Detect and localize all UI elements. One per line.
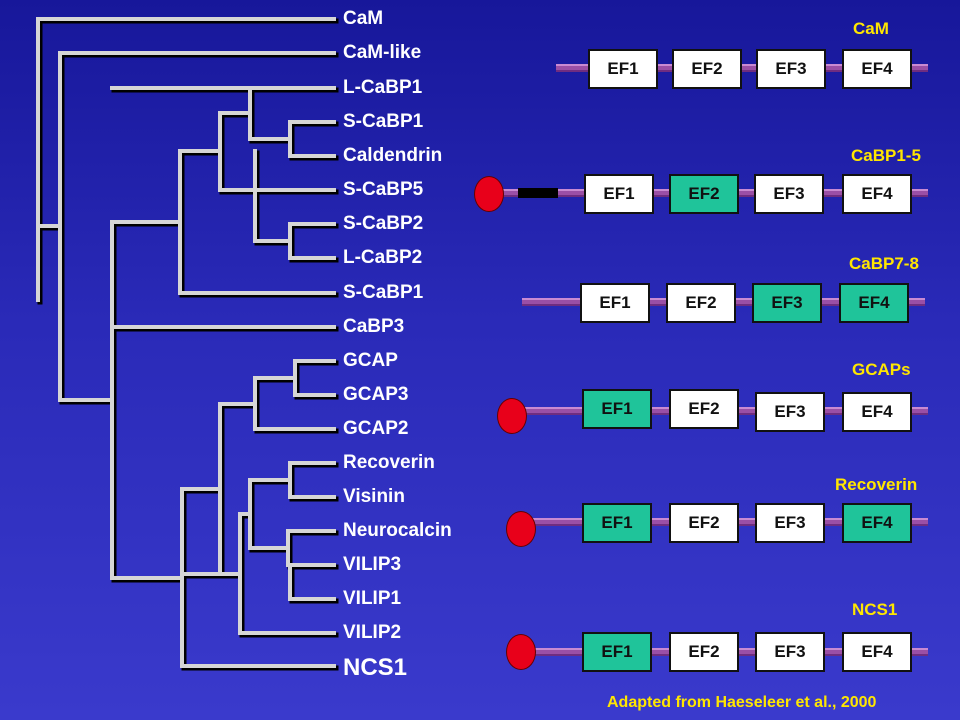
source-credit: Adapted from Haeseleer et al., 2000 <box>607 694 877 711</box>
ef-hand-domain-green: EF4 <box>842 503 912 543</box>
leaf-label-recoverin: Recoverin <box>343 452 435 473</box>
ef-hand-domain: EF3 <box>754 174 824 214</box>
ef-hand-domain-green: EF3 <box>752 283 822 323</box>
leaf-label-s-cabp1-b: S-CaBP1 <box>343 282 424 303</box>
leaf-label-vilip1: VILIP1 <box>343 588 402 609</box>
leaf-label-cam: CaM <box>343 8 384 29</box>
ef-hand-domain: EF3 <box>755 392 825 432</box>
leaf-label-cabp3: CaBP3 <box>343 316 405 337</box>
n-terminal-myristoyl-dot <box>474 176 504 212</box>
leaf-label-ncs1: NCS1 <box>343 654 408 681</box>
phylogenetic-tree <box>36 17 339 671</box>
family-title-cam: CaM <box>853 19 889 38</box>
ef-hand-domain-green: EF4 <box>839 283 909 323</box>
ef-hand-domain: EF3 <box>756 49 826 89</box>
ef-hand-domain: EF4 <box>842 174 912 214</box>
leaf-label-s-cabp1: S-CaBP1 <box>343 111 424 132</box>
leaf-label-cam-like: CaM-like <box>343 42 422 63</box>
ef-hand-domain: EF1 <box>588 49 658 89</box>
ef-hand-domain: EF1 <box>580 283 650 323</box>
ef-hand-domain-green: EF2 <box>669 174 739 214</box>
ef-hand-domain: EF2 <box>669 503 739 543</box>
family-title-cabp1-5: CaBP1-5 <box>851 146 921 165</box>
leaf-label-s-cabp5: S-CaBP5 <box>343 179 424 200</box>
ef-hand-domain: EF4 <box>842 49 912 89</box>
linker-line <box>556 64 928 72</box>
leaf-label-gcap: GCAP <box>343 350 398 371</box>
ef-hand-domain: EF3 <box>755 503 825 543</box>
leaf-label-neurocalcin: Neurocalcin <box>343 520 452 541</box>
ef-hand-domain: EF4 <box>842 632 912 672</box>
ef-hand-domain: EF2 <box>669 389 739 429</box>
leaf-label-caldendrin: Caldendrin <box>343 145 443 166</box>
leaf-label-l-cabp1: L-CaBP1 <box>343 77 423 98</box>
black-segment <box>518 188 558 198</box>
n-terminal-myristoyl-dot <box>497 398 527 434</box>
leaf-label-gcap3: GCAP3 <box>343 384 409 405</box>
n-terminal-myristoyl-dot <box>506 511 536 547</box>
family-title-cabp7-8: CaBP7-8 <box>849 254 919 273</box>
leaf-label-vilip3: VILIP3 <box>343 554 402 575</box>
ef-hand-domain: EF2 <box>672 49 742 89</box>
n-terminal-myristoyl-dot <box>506 634 536 670</box>
ef-hand-domain: EF4 <box>842 392 912 432</box>
family-title-recoverin: Recoverin <box>835 475 918 494</box>
ef-hand-domain: EF1 <box>584 174 654 214</box>
leaf-label-s-cabp2: S-CaBP2 <box>343 213 424 234</box>
leaf-label-l-cabp2: L-CaBP2 <box>343 247 423 268</box>
ef-hand-domain: EF3 <box>755 632 825 672</box>
leaf-label-gcap2: GCAP2 <box>343 418 409 439</box>
ef-hand-domain: EF2 <box>669 632 739 672</box>
ef-hand-domain-green: EF1 <box>582 503 652 543</box>
ef-hand-domain-green: EF1 <box>582 389 652 429</box>
leaf-label-visinin: Visinin <box>343 486 405 507</box>
ef-hand-domain-green: EF1 <box>582 632 652 672</box>
leaf-label-vilip2: VILIP2 <box>343 622 402 643</box>
family-title-gcaps: GCAPs <box>852 360 911 379</box>
family-title-ncs1: NCS1 <box>852 600 898 619</box>
ef-hand-domain: EF2 <box>666 283 736 323</box>
